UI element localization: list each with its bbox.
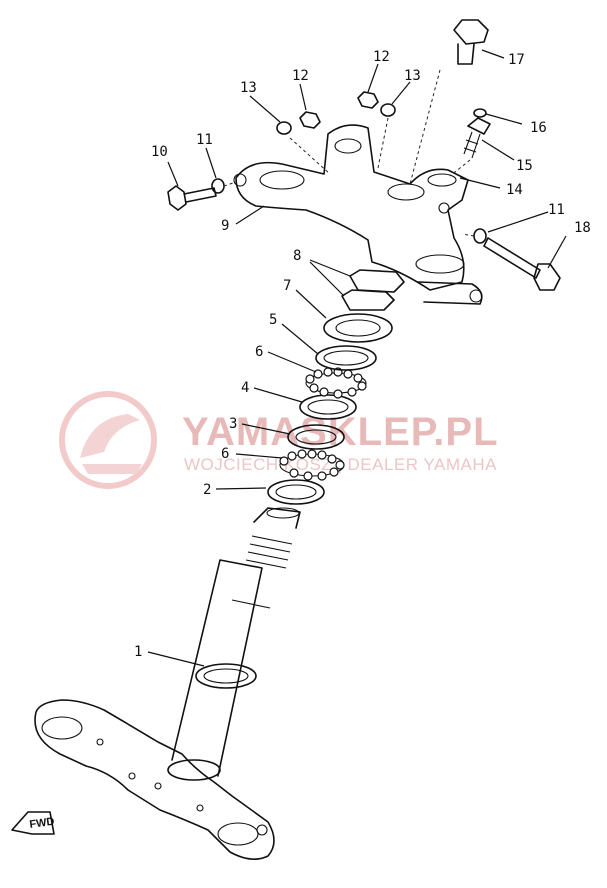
- callout-2: 2: [203, 482, 211, 498]
- leader-lines: [147, 49, 567, 667]
- callout-16: 16: [530, 120, 547, 136]
- callout-18: 18: [574, 220, 591, 236]
- callout-6-upper: 6: [255, 344, 263, 360]
- callout-3: 3: [229, 416, 237, 432]
- fwd-label: FWD: [29, 816, 56, 831]
- callout-17: 17: [508, 52, 525, 68]
- seal-part-1: [195, 663, 257, 689]
- callout-7: 7: [283, 278, 291, 294]
- upper-bracket: [233, 124, 483, 305]
- callout-1: 1: [134, 644, 142, 660]
- callout-labels: 1 2 3 4 5 6 6 7 8 9 10 11 11 12 12 13 13…: [134, 49, 591, 660]
- fwd-arrow: FWD: [11, 811, 56, 835]
- callout-9: 9: [221, 218, 229, 234]
- watermark: YAMASKLEP.PL WOJCIECH KOSZ | DEALER YAMA…: [59, 391, 498, 489]
- assembly-lines: [223, 69, 475, 237]
- callout-12-right: 12: [373, 49, 390, 65]
- callout-15: 15: [516, 158, 533, 174]
- callout-4: 4: [241, 380, 249, 396]
- callout-8: 8: [293, 248, 301, 264]
- ball-ring-upper: [305, 367, 367, 399]
- callout-6-lower: 6: [221, 446, 229, 462]
- fasteners: [167, 19, 561, 291]
- callout-10: 10: [151, 144, 168, 160]
- callout-13-left: 13: [240, 80, 257, 96]
- callout-14: 14: [506, 182, 523, 198]
- watermark-logo-icon: [59, 391, 157, 489]
- callout-13-right: 13: [404, 68, 421, 84]
- callout-12-left: 12: [292, 68, 309, 84]
- lower-bracket-stem: [34, 507, 301, 860]
- ball-ring-lower: [279, 449, 345, 481]
- callout-11-right: 11: [548, 202, 565, 218]
- callout-11-left: 11: [196, 132, 213, 148]
- callout-5: 5: [269, 312, 277, 328]
- bearing-stack: [267, 269, 405, 505]
